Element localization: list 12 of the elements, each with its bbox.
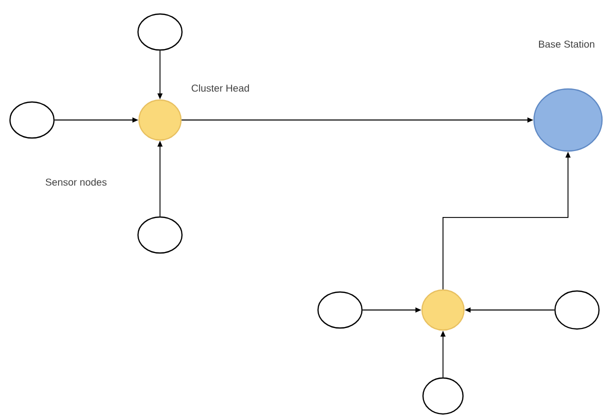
text-label: Sensor nodes	[46, 178, 107, 186]
sensor-node-circle	[422, 377, 464, 415]
sensor-node-circle	[137, 13, 183, 51]
sensor-node-circle	[554, 290, 600, 330]
cluster-head-circle	[421, 289, 465, 331]
node-label: Cluster Head	[192, 84, 249, 92]
sensor-node-circle	[317, 291, 363, 329]
sensor-node-circle	[9, 101, 55, 139]
sensor-node-circle	[137, 216, 183, 254]
text-label: Base Station	[539, 40, 594, 48]
cluster-head-circle	[138, 99, 182, 141]
base-station-circle	[533, 88, 603, 152]
